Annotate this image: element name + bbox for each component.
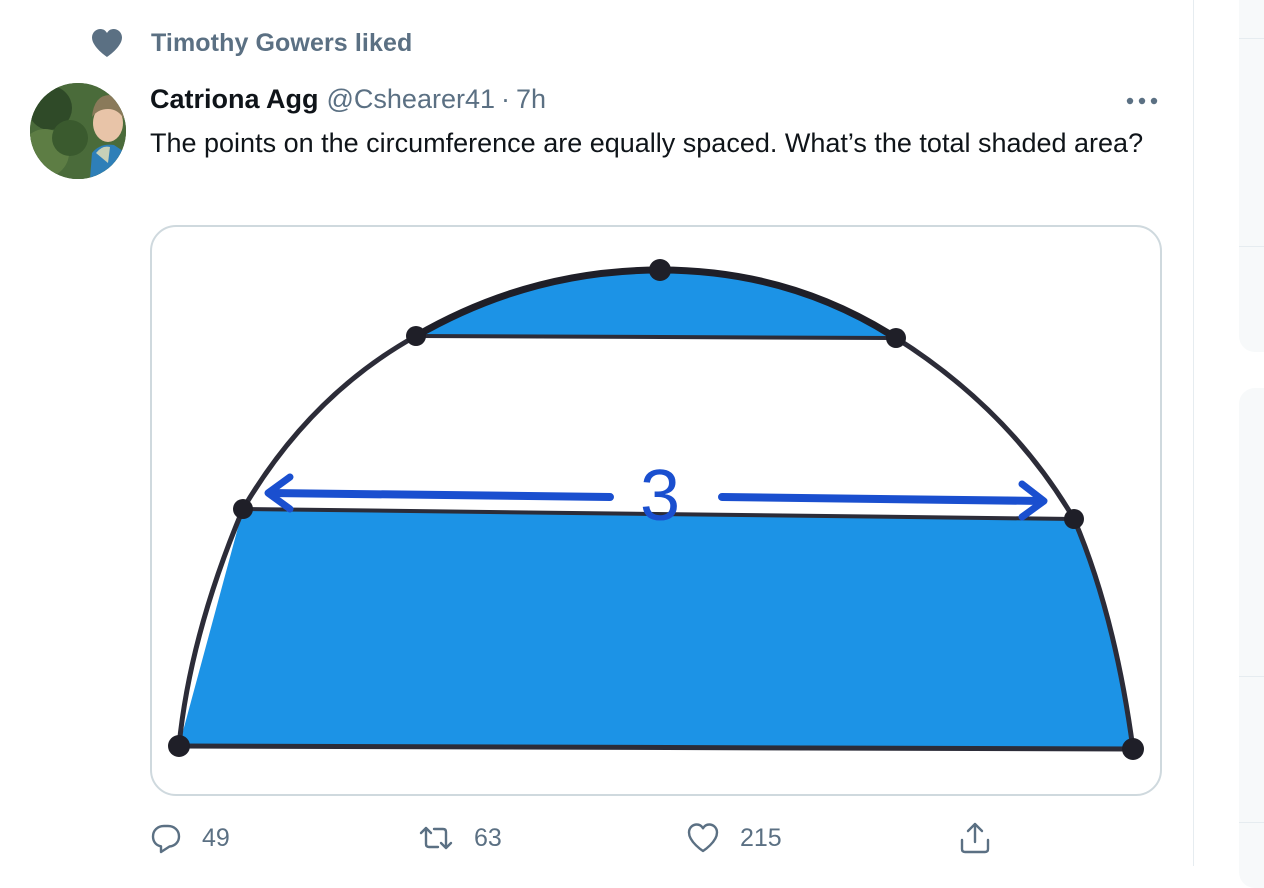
sidebar-divider [1239, 676, 1264, 677]
retweet-count: 63 [474, 823, 502, 852]
like-button[interactable]: 215 [686, 816, 782, 860]
heart-icon [89, 26, 125, 60]
more-dots-icon [1126, 97, 1158, 105]
social-context-text[interactable]: Timothy Gowers liked [151, 28, 413, 57]
reply-icon [151, 824, 181, 854]
sidebar-divider [1239, 246, 1264, 247]
like-count: 215 [740, 823, 782, 852]
tweet-media-image[interactable]: 3 [150, 225, 1162, 796]
like-heart-icon [687, 823, 719, 853]
avatar[interactable] [30, 83, 126, 179]
semicircle-diagram: 3 [168, 259, 1144, 760]
right-sidebar [1195, 0, 1264, 888]
reply-button[interactable]: 49 [150, 816, 230, 860]
timestamp[interactable]: 7h [516, 84, 547, 114]
sidebar-divider [1239, 38, 1264, 39]
sidebar-panel [1239, 0, 1264, 352]
tweet-feed: Timothy Gowers liked Catriona Agg @Cshea… [30, 0, 1194, 866]
separator-dot: · [501, 84, 510, 114]
tweet-header: Catriona Agg @Cshearer41 · 7h [150, 84, 546, 120]
retweet-button[interactable]: 63 [418, 816, 502, 860]
tweet-text: The points on the circumference are equa… [150, 128, 1144, 158]
share-icon [960, 822, 990, 854]
author-name[interactable]: Catriona Agg [150, 84, 319, 114]
sidebar-panel [1239, 388, 1264, 888]
author-handle[interactable]: @Cshearer41 [326, 84, 496, 114]
share-button[interactable] [958, 816, 992, 860]
tweet-actions: 49 63 215 [150, 816, 1170, 860]
more-options-button[interactable] [1122, 86, 1162, 116]
sidebar-divider [1239, 822, 1264, 823]
reply-count: 49 [202, 823, 230, 852]
social-context: Timothy Gowers liked [89, 26, 412, 60]
dimension-label: 3 [640, 456, 680, 536]
retweet-icon [419, 826, 453, 850]
